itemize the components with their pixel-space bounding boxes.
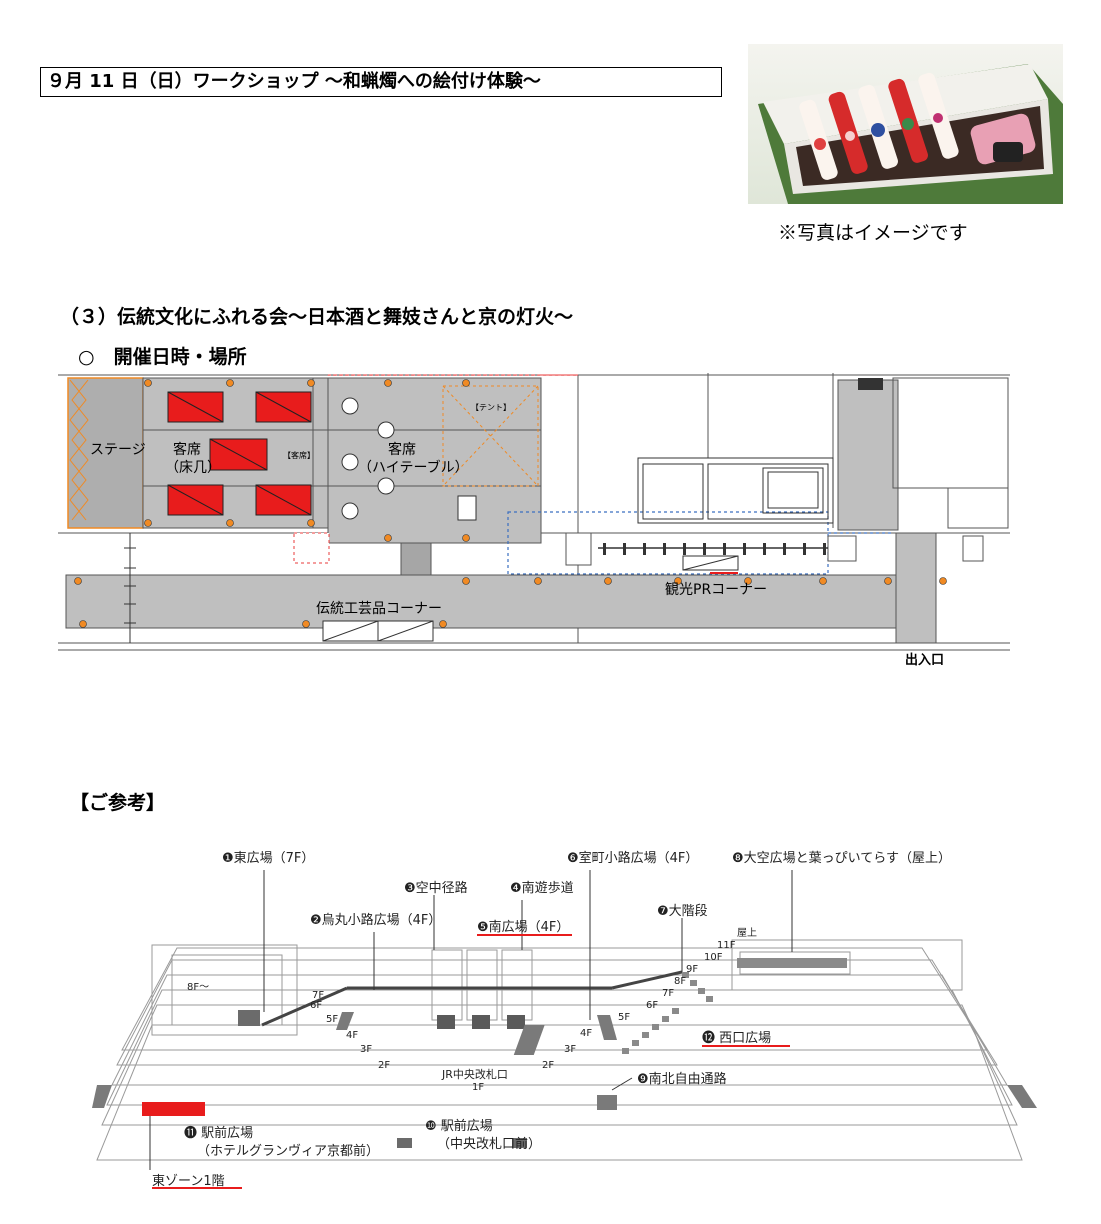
floor-tag: 3F (360, 1044, 372, 1055)
floor-tag: 7F (662, 988, 674, 999)
floor-tag: 屋上 (737, 927, 757, 939)
floor-tag: 7F (312, 990, 324, 1001)
photo-caption: ※写真はイメージです (778, 222, 968, 244)
label-skyway: ❸空中径路 (404, 880, 468, 896)
hightable-sub: （ハイテーブル） (358, 459, 469, 476)
floor-tag: 3F (564, 1044, 576, 1055)
label-ns-passage: ❾南北自由通路 (637, 1071, 727, 1087)
label-west-plaza: ⓬ 西口広場 (702, 1031, 771, 1046)
label-east-zone: 東ゾーン1階 (152, 1173, 225, 1189)
floor-tag: 11F (717, 940, 736, 951)
bench-seats-sub: （床几） (165, 460, 221, 476)
tourism-corner-label: 観光PRコーナー (665, 581, 767, 598)
bench-seats-label: 客席 (173, 441, 201, 458)
label-south-walk: ❹南遊歩道 (510, 880, 574, 896)
crafts-corner-label: 伝統工芸品コーナー (316, 601, 442, 617)
floor-plan: ステージ 客席 （床几） 【客席】 客席 （ハイテーブル） 【テント】 伝統工芸… (58, 373, 1010, 668)
label-muromachi: ❻室町小路広場（4F） (567, 850, 698, 866)
floor-tag: 4F (346, 1030, 358, 1041)
floor-tag: 8F～ (187, 982, 209, 993)
reference-heading: 【ご参考】 (70, 792, 166, 814)
tent-label: 【テント】 (471, 403, 511, 412)
workshop-title: ９月 11 日（日）ワークショップ ～和蝋燭への絵付け体験～ (40, 67, 722, 97)
floor-tag: 2F (378, 1060, 390, 1071)
floor-tag: 6F (310, 1000, 322, 1011)
section-heading: （３）伝統文化にふれる会～日本酒と舞妓さんと京の灯火～ (60, 306, 574, 328)
station-map: ❶東広場（7F） ❷烏丸小路広場（4F） ❸空中径路 ❹南遊歩道 ❺南広場（4F… (92, 850, 1037, 1189)
label-rooftop: ❽大空広場と葉っぴいてらす（屋上） (732, 851, 951, 866)
candle-photo (748, 44, 1063, 204)
label-jr-gate: JR中央改札口 (441, 1067, 508, 1081)
label-staircase: ❼大階段 (657, 904, 708, 919)
label-central-front-sub: （中央改札口前） (437, 1136, 541, 1152)
label-hotel-front-sub: （ホテルグランヴィア京都前） (197, 1143, 379, 1159)
floor-tag: 1F (472, 1082, 484, 1093)
label-karasuma: ❷烏丸小路広場（4F） (310, 912, 441, 928)
hightable-label: 客席 (388, 441, 416, 458)
floor-tag: 10F (704, 952, 723, 963)
date-venue-heading: ○ 開催日時・場所 (78, 346, 247, 368)
floor-tag: 5F (326, 1014, 338, 1025)
floor-tag: 4F (580, 1028, 592, 1039)
label-central-front: ❿ 駅前広場 (425, 1118, 493, 1134)
floor-tag: 5F (618, 1012, 630, 1023)
label-south-plaza: ❺南広場（4F） (477, 919, 569, 935)
floor-tag: 9F (686, 964, 698, 975)
floor-tag: 8F (674, 976, 686, 987)
small-seats-label: 【客席】 (283, 450, 315, 460)
label-east-plaza: ❶東広場（7F） (222, 850, 314, 866)
label-hotel-front: ⓫ 駅前広場 (184, 1125, 253, 1141)
entrance-label: 出入口 (905, 652, 944, 668)
stage-label: ステージ (90, 442, 146, 458)
floor-tag: 2F (542, 1060, 554, 1071)
floor-tag: 6F (646, 1000, 658, 1011)
